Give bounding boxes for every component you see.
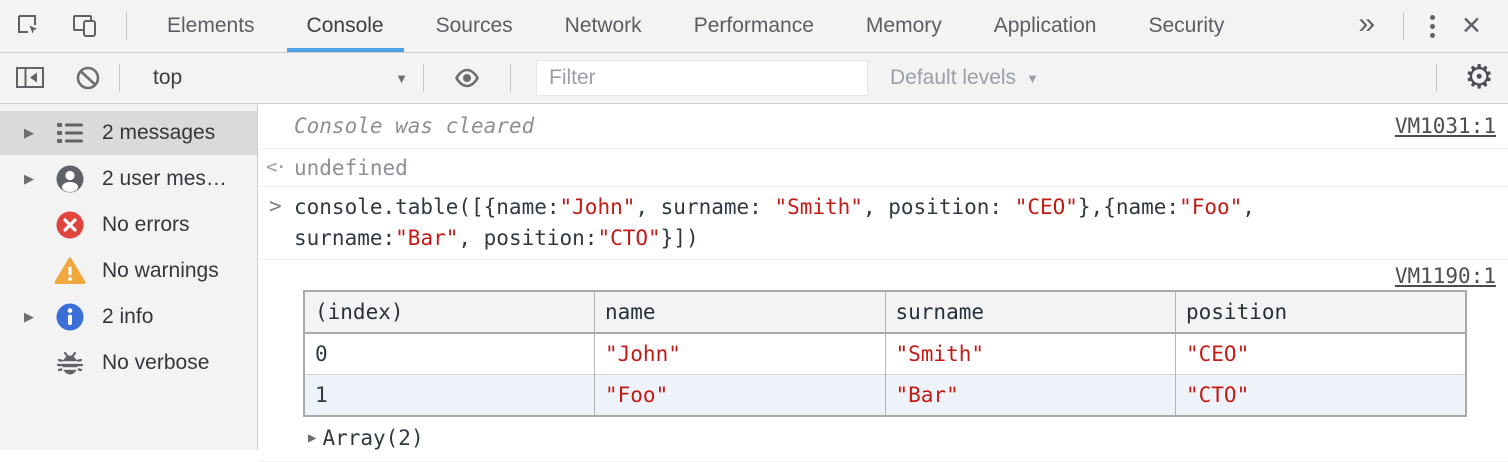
- console-row-table-result: VM1190:1 (index) name surname position 0…: [258, 260, 1508, 462]
- warning-icon: [54, 256, 86, 286]
- console-messages-pane: Console was cleared VM1031:1 <· undefine…: [258, 104, 1508, 462]
- column-header-index[interactable]: (index): [304, 291, 595, 334]
- device-toolbar-icon[interactable]: [70, 11, 100, 41]
- console-sidebar: ▶ 2 messages ▶ 2 user mes…: [0, 104, 258, 450]
- levels-label: Default levels: [890, 66, 1017, 89]
- user-icon: [54, 164, 86, 194]
- tab-elements[interactable]: Elements: [167, 14, 255, 37]
- cell-position: "CEO": [1175, 332, 1466, 375]
- column-header-surname[interactable]: surname: [884, 291, 1176, 334]
- cell-index: 1: [304, 374, 595, 416]
- console-table: (index) name surname position 0 "John" "…: [303, 290, 1467, 417]
- tab-memory[interactable]: Memory: [865, 14, 942, 37]
- divider: [423, 64, 424, 92]
- show-sidebar-icon[interactable]: [14, 62, 46, 94]
- cell-name: "John": [594, 332, 885, 375]
- returned-value: undefined: [294, 155, 408, 180]
- divider: [119, 64, 120, 92]
- filter-input[interactable]: [536, 60, 868, 96]
- sidebar-item-messages[interactable]: ▶ 2 messages: [0, 111, 257, 155]
- info-icon: [54, 302, 86, 332]
- sidebar-item-label: 2 messages: [102, 121, 216, 144]
- table-row: 0 "John" "Smith" "CEO": [304, 332, 1466, 375]
- expand-triangle-icon[interactable]: ▶: [308, 430, 317, 446]
- array-expandable[interactable]: ▶ Array(2): [308, 426, 1496, 450]
- console-row-command: > console.table([{name:"John", surname: …: [258, 187, 1508, 260]
- verbose-bug-icon: [54, 349, 86, 377]
- messages-list-icon: [54, 120, 86, 146]
- prompt-chevron-icon: >: [269, 194, 282, 218]
- tab-console[interactable]: Console: [281, 0, 410, 52]
- inspect-element-icon[interactable]: [14, 11, 44, 41]
- sidebar-item-label: No warnings: [102, 259, 219, 282]
- divider: [126, 12, 127, 40]
- table-header-row: (index) name surname position: [304, 291, 1466, 334]
- expand-triangle-icon[interactable]: ▶: [24, 171, 34, 186]
- sidebar-item-user-messages[interactable]: ▶ 2 user mes…: [0, 157, 257, 201]
- column-header-position[interactable]: position: [1175, 291, 1466, 334]
- tab-sources[interactable]: Sources: [435, 14, 513, 37]
- column-header-name[interactable]: name: [594, 291, 885, 334]
- cell-surname: "Smith": [884, 332, 1176, 375]
- command-text: console.table([{name:"John", surname: "S…: [294, 195, 1255, 250]
- log-levels-dropdown[interactable]: Default levels ▼: [890, 66, 1039, 90]
- sidebar-item-label: 2 info: [102, 305, 154, 328]
- devtools-tabbar: Elements Console Sources Network Perform…: [0, 0, 1508, 53]
- divider: [1403, 12, 1405, 40]
- clear-console-icon[interactable]: [72, 62, 104, 94]
- cell-surname: "Bar": [884, 374, 1176, 416]
- array-summary: Array(2): [322, 426, 424, 450]
- cell-index: 0: [304, 332, 595, 375]
- sidebar-item-verbose[interactable]: No verbose: [0, 341, 257, 385]
- sidebar-item-label: 2 user mes…: [102, 167, 227, 190]
- tab-network[interactable]: Network: [564, 14, 642, 37]
- cell-name: "Foo": [594, 374, 885, 416]
- return-value-icon: <·: [266, 156, 287, 178]
- panel-tabs: Elements Console Sources Network Perform…: [141, 0, 1250, 52]
- more-tabs-icon[interactable]: »: [1358, 7, 1376, 40]
- sidebar-item-label: No verbose: [102, 351, 210, 374]
- tab-performance[interactable]: Performance: [693, 14, 814, 37]
- expand-triangle-icon[interactable]: ▶: [24, 125, 34, 140]
- live-expression-eye-icon[interactable]: [451, 62, 483, 94]
- sidebar-item-warnings[interactable]: No warnings: [0, 249, 257, 293]
- error-icon: [54, 210, 86, 240]
- source-link-vm1031[interactable]: VM1031:1: [1394, 114, 1496, 138]
- chevron-down-icon: ▼: [1026, 70, 1039, 86]
- devtools-menu-icon[interactable]: [1414, 5, 1451, 48]
- javascript-context-dropdown[interactable]: top ▼: [153, 66, 408, 90]
- cleared-message: Console was cleared: [294, 114, 535, 138]
- tab-application[interactable]: Application: [993, 14, 1097, 37]
- console-row-returned-value: <· undefined: [258, 149, 1508, 187]
- sidebar-item-label: No errors: [102, 213, 190, 236]
- console-row-cleared: Console was cleared VM1031:1: [258, 104, 1508, 149]
- chevron-down-icon: ▼: [395, 70, 408, 86]
- settings-gear-icon[interactable]: ⚙: [1464, 57, 1494, 95]
- source-link-vm1190[interactable]: VM1190:1: [1394, 264, 1496, 288]
- table-row: 1 "Foo" "Bar" "CTO": [304, 374, 1466, 416]
- expand-triangle-icon[interactable]: ▶: [24, 309, 34, 324]
- tab-security[interactable]: Security: [1148, 14, 1225, 37]
- context-label: top: [153, 66, 183, 89]
- cell-position: "CTO": [1175, 374, 1466, 416]
- divider: [510, 64, 511, 92]
- sidebar-item-info[interactable]: ▶ 2 info: [0, 295, 257, 339]
- console-toolbar: top ▼ Default levels ▼ ⚙: [0, 53, 1508, 104]
- close-icon[interactable]: ✕: [1461, 12, 1482, 40]
- divider: [1436, 64, 1438, 92]
- sidebar-item-errors[interactable]: No errors: [0, 203, 257, 247]
